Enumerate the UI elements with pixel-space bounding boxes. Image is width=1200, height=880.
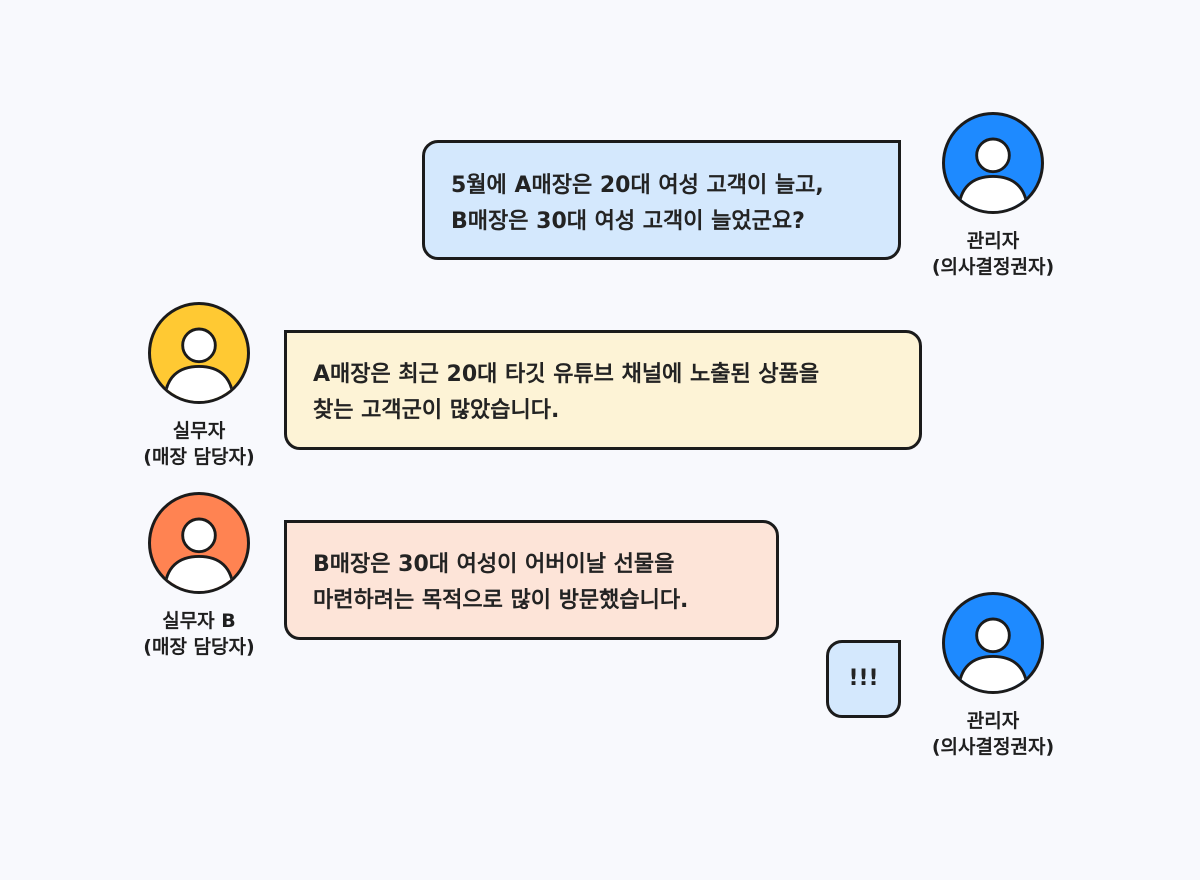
speaker-name: 실무자 B bbox=[162, 610, 236, 632]
manager-label-1: 관리자 (의사결정권자) bbox=[903, 228, 1083, 280]
manager-avatar-2 bbox=[942, 592, 1044, 694]
person-icon bbox=[957, 137, 1029, 211]
speaker-name: 실무자 bbox=[172, 420, 226, 442]
message-text-line: 찾는 고객군이 많았습니다. bbox=[313, 398, 560, 423]
message-text-line: 5월에 A매장은 20대 여성 고객이 늘고, bbox=[451, 173, 824, 198]
message-bubble-staff-a: A매장은 최근 20대 타깃 유튜브 채널에 노출된 상품을 찾는 고객군이 많… bbox=[284, 330, 922, 450]
person-icon bbox=[957, 617, 1029, 691]
speaker-role: (매장 담당자) bbox=[143, 446, 255, 468]
speaker-role: (의사결정권자) bbox=[931, 736, 1055, 758]
staff-b-avatar bbox=[148, 492, 250, 594]
staff-a-label: 실무자 (매장 담당자) bbox=[109, 418, 289, 470]
speaker-name: 관리자 bbox=[966, 710, 1020, 732]
staff-a-avatar bbox=[148, 302, 250, 404]
message-bubble-manager-1: 5월에 A매장은 20대 여성 고객이 늘고, B매장은 30대 여성 고객이 … bbox=[422, 140, 901, 260]
manager-label-2: 관리자 (의사결정권자) bbox=[903, 708, 1083, 760]
manager-avatar-1 bbox=[942, 112, 1044, 214]
speaker-role: (매장 담당자) bbox=[143, 636, 255, 658]
staff-b-label: 실무자 B (매장 담당자) bbox=[109, 608, 289, 660]
speaker-name: 관리자 bbox=[966, 230, 1020, 252]
message-text-line: B매장은 30대 여성 고객이 늘었군요? bbox=[451, 209, 805, 234]
speaker-role: (의사결정권자) bbox=[931, 256, 1055, 278]
message-text-line: !!! bbox=[848, 666, 879, 691]
person-icon bbox=[163, 517, 235, 591]
message-text-line: B매장은 30대 여성이 어버이날 선물을 bbox=[313, 552, 675, 577]
person-icon bbox=[163, 327, 235, 401]
message-text-line: 마련하려는 목적으로 많이 방문했습니다. bbox=[313, 588, 689, 613]
message-text-line: A매장은 최근 20대 타깃 유튜브 채널에 노출된 상품을 bbox=[313, 362, 820, 387]
message-bubble-staff-b: B매장은 30대 여성이 어버이날 선물을 마련하려는 목적으로 많이 방문했습… bbox=[284, 520, 779, 640]
message-bubble-manager-2: !!! bbox=[826, 640, 901, 718]
